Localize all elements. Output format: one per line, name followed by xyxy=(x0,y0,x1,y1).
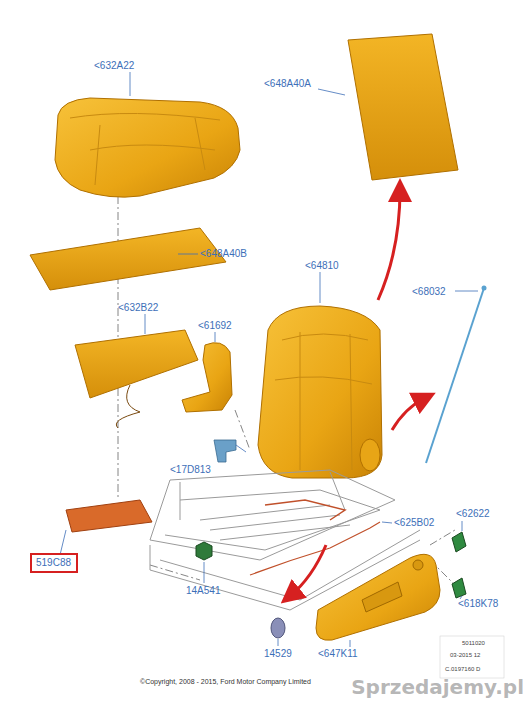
part-number: <648A40B xyxy=(200,248,247,260)
part-number: <17D813 xyxy=(170,464,211,476)
part-number: 519C88 xyxy=(36,557,72,569)
part-number: 14A541 xyxy=(186,585,220,597)
part-number: <64810 xyxy=(305,260,339,272)
watermark: Sprzedajemy.pl xyxy=(351,681,524,693)
part-number: <648A40A xyxy=(264,78,311,90)
part-number: <632B22 xyxy=(118,302,158,314)
part-number: <632A22 xyxy=(94,60,134,72)
part-number: <618K78 xyxy=(458,598,498,610)
drawing-info: 5011020 xyxy=(462,640,485,647)
part-number: <68032 xyxy=(412,286,446,298)
copyright-note: ©Copyright, 2008 - 2015, Ford Motor Comp… xyxy=(140,676,311,688)
highlighted-part-box: 519C88 xyxy=(30,553,78,573)
drawing-info: 03-2015 12 xyxy=(450,652,480,659)
part-number: <62622 xyxy=(456,508,490,520)
part-number: <625B02 xyxy=(394,517,434,529)
drawing-info: C.0197160 D xyxy=(445,666,480,673)
part-number: 14529 xyxy=(264,648,292,660)
part-number: <61692 xyxy=(198,320,232,332)
part-number: <647K11 xyxy=(318,648,358,660)
